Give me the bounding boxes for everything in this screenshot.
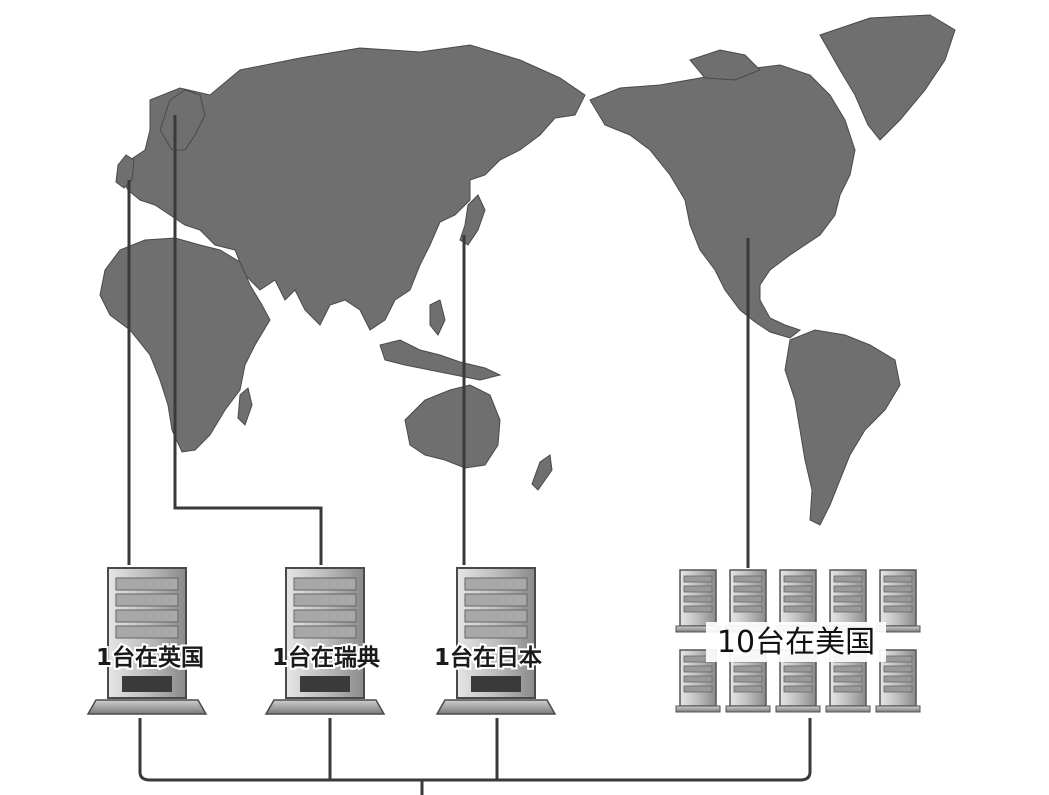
arctic-islands bbox=[689, 49, 761, 81]
british-isles bbox=[115, 154, 135, 189]
usa-server-cluster bbox=[675, 569, 921, 713]
usa-server-label: 10台在美国 bbox=[717, 625, 875, 660]
uk-server-icon bbox=[86, 567, 208, 715]
japan-server-label: 1台在日本 bbox=[434, 644, 542, 671]
philippines bbox=[429, 299, 446, 336]
eurasia-landmass bbox=[119, 44, 586, 331]
greenland bbox=[819, 14, 956, 141]
north-america-landmass bbox=[589, 64, 856, 339]
indonesia-islands bbox=[379, 339, 502, 381]
australia-landmass bbox=[404, 384, 501, 469]
server-labels: 1台在英国 1台在瑞典 1台在日本 10台在美国 bbox=[94, 625, 875, 673]
usa-label-background bbox=[706, 622, 886, 662]
japan-server-icon bbox=[435, 567, 557, 715]
madagascar bbox=[237, 387, 253, 426]
japan bbox=[459, 194, 486, 246]
uk-server-label: 1台在英国 bbox=[96, 644, 204, 671]
sweden-server-icon bbox=[264, 567, 386, 715]
sweden-server-label: 1台在瑞典 bbox=[272, 644, 380, 671]
africa-landmass bbox=[99, 237, 271, 453]
network-bus-line bbox=[138, 718, 812, 782]
south-america-landmass bbox=[784, 329, 901, 526]
connection-lines bbox=[127, 115, 812, 795]
new-zealand bbox=[531, 454, 553, 491]
world-map bbox=[99, 14, 956, 526]
sweden-link-line bbox=[173, 115, 323, 565]
